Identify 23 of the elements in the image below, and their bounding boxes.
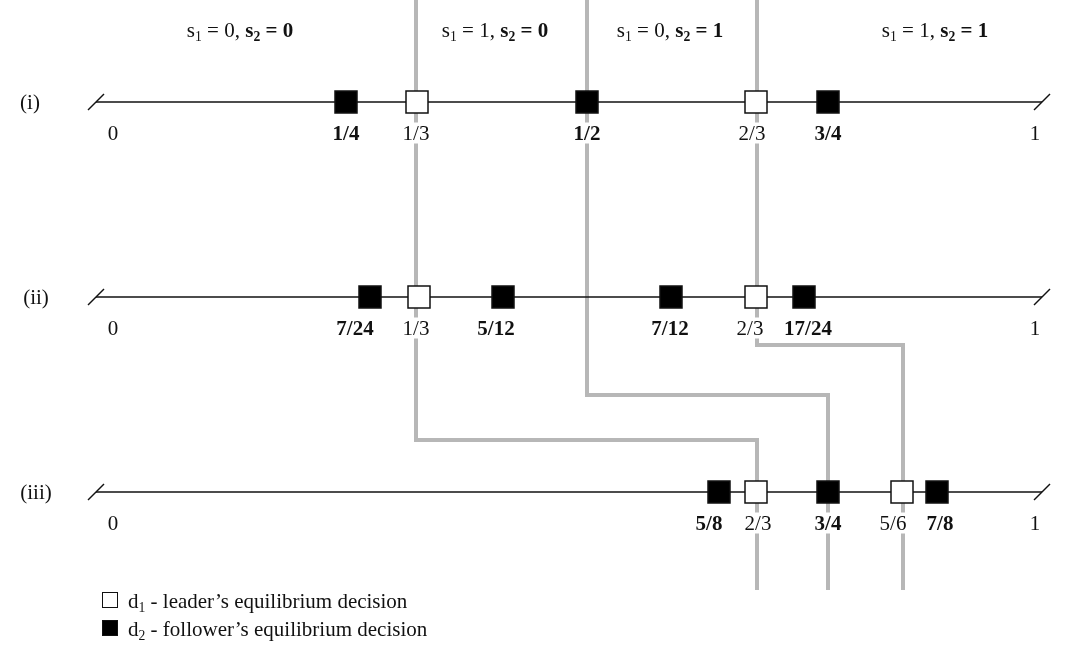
value-label: 2/3 bbox=[744, 512, 772, 534]
axis-end-label: 1 bbox=[1029, 512, 1041, 534]
region-heading: s$_{1}$ = 1, s$_{2}$ = 1 bbox=[881, 19, 989, 41]
legend-text: d$_{2}$ - follower’s equilibrium decision bbox=[128, 618, 428, 640]
row-label: (iii) bbox=[20, 481, 52, 503]
value-label: 1/3 bbox=[402, 122, 430, 144]
value-label: 1/3 bbox=[402, 317, 430, 339]
value-label: 3/4 bbox=[814, 512, 842, 534]
axis-end-label: 0 bbox=[107, 317, 119, 339]
region-heading: s$_{1}$ = 0, s$_{2}$ = 0 bbox=[186, 19, 294, 41]
value-label: 1/2 bbox=[573, 122, 601, 144]
region-heading: s$_{1}$ = 0, s$_{2}$ = 1 bbox=[616, 19, 724, 41]
legend-text: d$_{1}$ - leader’s equilibrium decision bbox=[128, 590, 408, 612]
axis-end-label: 0 bbox=[107, 122, 119, 144]
value-label: 2/3 bbox=[736, 317, 764, 339]
region-heading: s$_{1}$ = 1, s$_{2}$ = 0 bbox=[441, 19, 549, 41]
axis-end-label: 1 bbox=[1029, 317, 1041, 339]
value-label: 5/6 bbox=[879, 512, 907, 534]
axis-end-label: 1 bbox=[1029, 122, 1041, 144]
axis-end-label: 0 bbox=[107, 512, 119, 534]
row-label: (ii) bbox=[23, 286, 49, 308]
row-label: (i) bbox=[20, 91, 40, 113]
value-label: 2/3 bbox=[738, 122, 766, 144]
